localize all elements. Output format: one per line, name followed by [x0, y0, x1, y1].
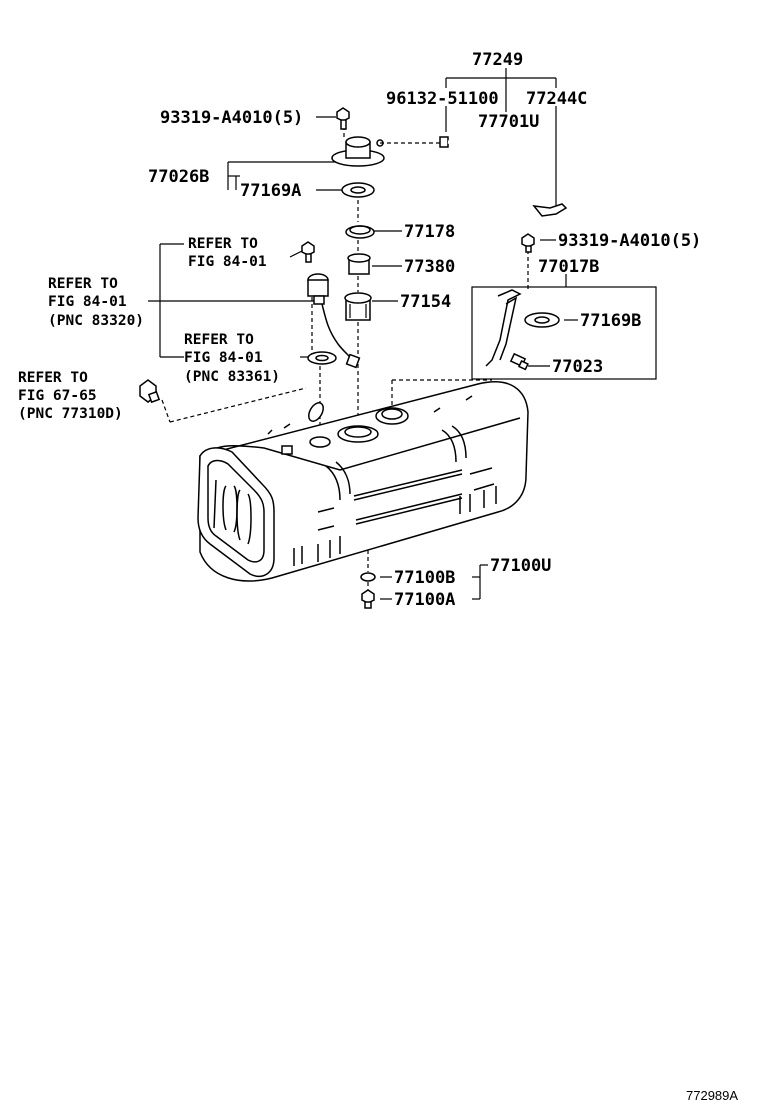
ref-line: FIG 84-01	[184, 350, 263, 366]
label-96132-51100: 96132-51100	[386, 89, 499, 109]
label-77100a: 77100A	[394, 590, 455, 610]
refer-note-fig-84-01-pnc-83361: REFER TO FIG 84-01 (PNC 83361)	[184, 332, 280, 385]
label-93319-top: 93319-A4010(5)	[160, 108, 303, 128]
bolt-icon	[301, 241, 315, 263]
label-77154: 77154	[400, 292, 451, 312]
gasket-icon	[307, 351, 337, 365]
sender-gauge-icon	[331, 136, 385, 167]
ref-line: (PNC 77310D)	[18, 406, 123, 422]
ref-line: FIG 84-01	[188, 254, 267, 270]
label-77178: 77178	[404, 222, 455, 242]
label-77244c: 77244C	[526, 89, 587, 109]
ref-line: (PNC 83361)	[184, 369, 280, 385]
filler-cap-icon	[344, 292, 372, 321]
leader-lines	[148, 68, 657, 600]
label-77026b: 77026B	[148, 167, 209, 187]
label-77169b: 77169B	[580, 311, 641, 331]
gasket-icon	[341, 182, 375, 198]
refer-note-fig-84-01-a: REFER TO FIG 84-01	[188, 236, 267, 270]
ref-line: REFER TO	[48, 276, 118, 292]
label-77701u: 77701U	[478, 112, 539, 132]
hose-icon	[439, 136, 542, 216]
ref-line: (PNC 83320)	[48, 313, 144, 329]
ref-line: REFER TO	[188, 236, 258, 252]
ref-line: FIG 67-65	[18, 388, 97, 404]
label-77100u: 77100U	[490, 556, 551, 576]
fuel-tube-icon	[485, 289, 560, 371]
label-77380: 77380	[404, 257, 455, 277]
washer-icon	[360, 572, 376, 582]
label-93319-right: 93319-A4010(5)	[558, 231, 701, 251]
label-77100b: 77100B	[394, 568, 455, 588]
label-77169a: 77169A	[240, 181, 301, 201]
drain-plug-icon	[139, 379, 161, 404]
bolt-icon	[361, 589, 375, 609]
bracket-icon	[532, 203, 568, 217]
refer-note-fig-67-65-pnc-77310d: REFER TO FIG 67-65 (PNC 77310D)	[18, 370, 123, 422]
bolt-icon	[336, 107, 350, 130]
ref-line: REFER TO	[184, 332, 254, 348]
bolt-icon	[521, 233, 535, 253]
label-77249: 77249	[472, 50, 523, 70]
label-77017b: 77017B	[538, 257, 599, 277]
diagram-code: 772989A	[686, 1088, 738, 1103]
fuel-tank-icon	[197, 381, 529, 582]
ring-icon	[345, 225, 375, 239]
fuel-pump-connector-icon	[307, 273, 361, 369]
ref-line: FIG 84-01	[48, 294, 127, 310]
label-77023: 77023	[552, 357, 603, 377]
ref-line: REFER TO	[18, 370, 88, 386]
refer-note-fig-84-01-pnc-83320: REFER TO FIG 84-01 (PNC 83320)	[48, 276, 144, 329]
cap-icon	[347, 253, 371, 275]
